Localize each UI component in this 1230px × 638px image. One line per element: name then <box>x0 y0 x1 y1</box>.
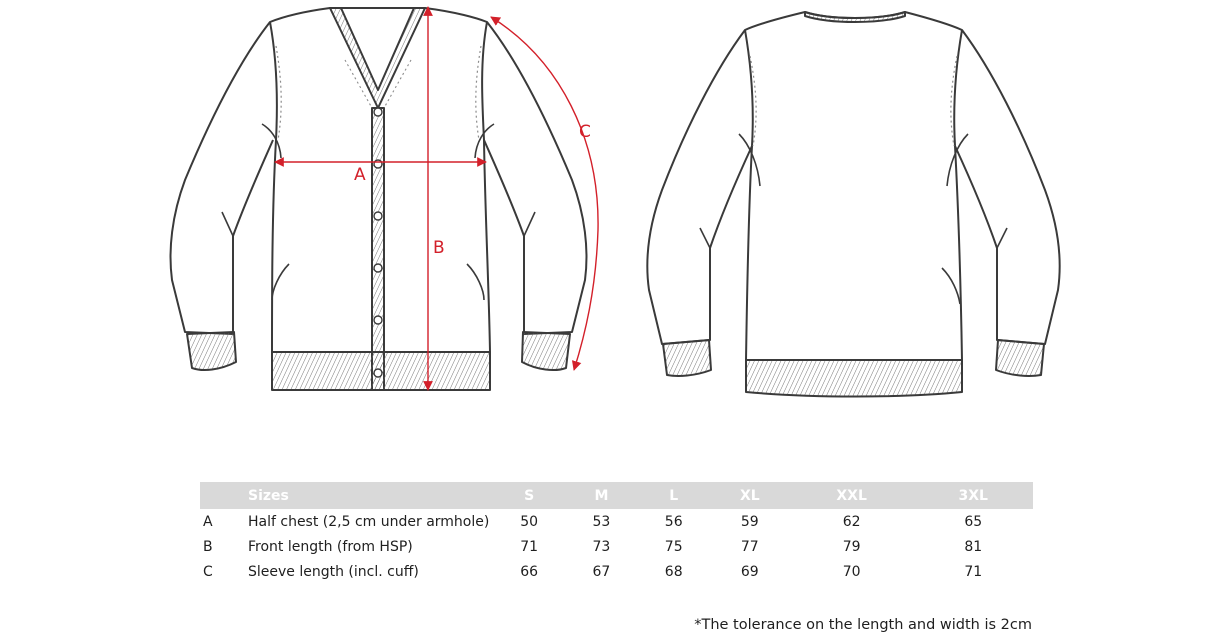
cell-value: 69 <box>740 563 759 580</box>
cell-value: 50 <box>520 513 539 530</box>
cell-value: 56 <box>664 513 683 530</box>
cell-value: 71 <box>520 538 539 555</box>
button <box>373 368 383 378</box>
back-right-cuff <box>995 339 1045 377</box>
back-left-cuff <box>662 339 712 377</box>
cardigan-front <box>169 7 588 391</box>
cell-value: 53 <box>592 513 611 530</box>
size-table-header: Sizes S M L XL XXL 3XL <box>200 482 1033 509</box>
button <box>373 107 383 117</box>
button <box>373 315 383 325</box>
row-code: B <box>203 538 213 555</box>
cell-value: 65 <box>964 513 983 530</box>
front-right-cuff <box>521 331 571 371</box>
back-body <box>744 11 963 361</box>
label-a: A <box>354 165 366 185</box>
front-left-sleeve <box>169 21 274 335</box>
header-size: 3XL <box>913 482 1033 509</box>
back-left-sleeve <box>646 29 753 345</box>
size-table: Sizes S M L XL XXL 3XL A Half chest (2,5… <box>200 482 1033 584</box>
cell-value: 66 <box>520 563 539 580</box>
cardigan-back <box>646 11 1061 398</box>
front-placket <box>371 107 385 391</box>
header-size: XXL <box>789 482 914 509</box>
button <box>373 263 383 273</box>
row-label: Half chest (2,5 cm under armhole) <box>248 513 490 530</box>
label-b: B <box>433 238 445 258</box>
back-neck-rib <box>804 11 906 23</box>
back-hem-rib <box>745 359 963 398</box>
cell-value: 70 <box>842 563 861 580</box>
cell-value: 77 <box>740 538 759 555</box>
cell-value: 79 <box>842 538 861 555</box>
back-right-sleeve <box>954 29 1061 345</box>
measure-c-line <box>490 16 599 371</box>
table-row: B Front length (from HSP) 71 73 75 77 79… <box>200 534 1033 559</box>
cell-value: 73 <box>592 538 611 555</box>
row-code: C <box>203 563 213 580</box>
header-size: L <box>637 482 710 509</box>
cell-value: 62 <box>842 513 861 530</box>
button <box>373 211 383 221</box>
row-label: Front length (from HSP) <box>248 538 413 555</box>
table-row: C Sleeve length (incl. cuff) 66 67 68 69… <box>200 559 1033 584</box>
button <box>373 159 383 169</box>
header-sizes-label: Sizes <box>248 482 493 509</box>
front-left-cuff <box>186 331 237 371</box>
front-right-sleeve <box>483 21 588 335</box>
row-code: A <box>203 513 213 530</box>
garment-diagram: A B C <box>169 6 1061 398</box>
cell-value: 71 <box>964 563 983 580</box>
label-c: C <box>579 122 591 142</box>
header-size: M <box>565 482 638 509</box>
row-label: Sleeve length (incl. cuff) <box>248 563 419 580</box>
header-size: XL <box>709 482 790 509</box>
header-code <box>200 482 248 509</box>
table-row: A Half chest (2,5 cm under armhole) 50 5… <box>200 509 1033 534</box>
header-size: S <box>493 482 566 509</box>
cell-value: 68 <box>664 563 683 580</box>
cell-value: 67 <box>592 563 611 580</box>
cell-value: 81 <box>964 538 983 555</box>
tolerance-footnote: *The tolerance on the length and width i… <box>694 617 1032 633</box>
cell-value: 59 <box>740 513 759 530</box>
cell-value: 75 <box>664 538 683 555</box>
measurement-lines <box>274 6 599 391</box>
